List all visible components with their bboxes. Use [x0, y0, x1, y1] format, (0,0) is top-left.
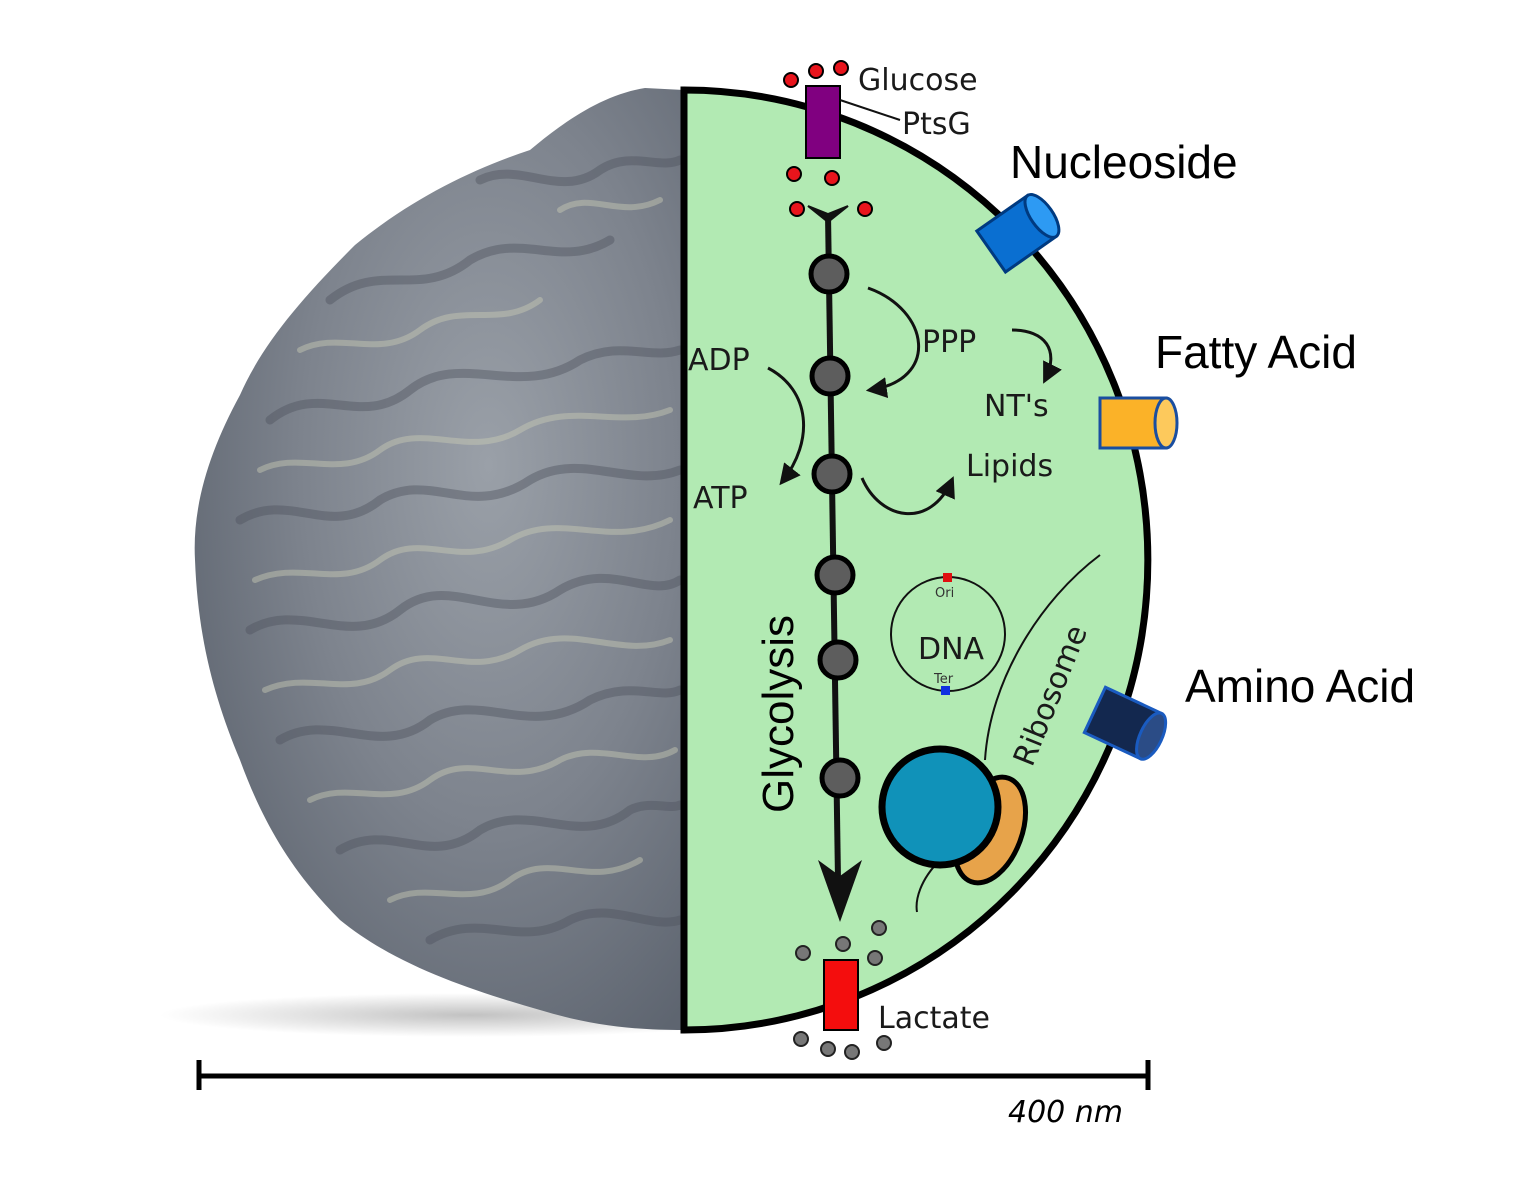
glycolysis-intermediate [814, 554, 856, 596]
lactate-molecule [820, 1041, 836, 1057]
cell-cytoplasm [680, 86, 1152, 1034]
ptsg-leader-line [839, 99, 901, 121]
lactate-molecule [876, 1035, 892, 1051]
glycolysis-label: Glycolysis [754, 615, 803, 813]
lipids-arrow [860, 476, 955, 516]
ori-site [943, 573, 952, 582]
ptsg-label: PtsG [902, 107, 971, 142]
nucleoside-transporter [974, 193, 1061, 275]
nucleoside-label: Nucleoside [1010, 136, 1238, 188]
adp-label: ADP [688, 343, 750, 378]
amino-acid-transporter [1082, 685, 1168, 761]
lactate-molecule [793, 1031, 809, 1047]
glucose-molecules [783, 60, 873, 217]
glycolysis-intermediate [819, 757, 861, 799]
ppp-to-nts-arrow [1011, 328, 1062, 384]
glucose-molecule [833, 60, 849, 76]
lactate-molecule [867, 950, 883, 966]
ori-label: Ori [935, 586, 954, 601]
dna-label: DNA [918, 632, 985, 667]
ppp-label: PPP [922, 325, 976, 360]
fatty-acid-transporter [1098, 396, 1179, 450]
ptsg-transporter [805, 85, 841, 159]
ppp-arrow [865, 286, 921, 399]
lipids-label: Lipids [966, 449, 1053, 484]
nts-label: NT's [984, 389, 1049, 424]
lactate-molecule [795, 945, 811, 961]
glycolysis-intermediate [809, 355, 851, 397]
fatty-acid-label: Fatty Acid [1155, 326, 1357, 378]
ter-site [941, 686, 950, 695]
atp-label: ATP [693, 481, 748, 516]
ribosome-large-subunit [878, 745, 1002, 869]
glucose-molecule [808, 63, 824, 79]
amino-acid-label: Amino Acid [1185, 660, 1415, 712]
glycolysis-intermediate [808, 253, 850, 295]
adp-atp-arrow [767, 366, 806, 486]
scale-bar [196, 1060, 1151, 1090]
glycolysis-intermediate [817, 639, 859, 681]
glucose-molecule [789, 201, 805, 217]
scale-bar-label: 400 nm [1008, 1095, 1123, 1130]
cell-micrograph [194, 88, 685, 1030]
lactate-molecule [835, 936, 851, 952]
lactate-molecule [844, 1044, 860, 1060]
glucose-label: Glucose [858, 63, 978, 98]
mrna-strand [984, 554, 1101, 761]
lactate-molecule [871, 920, 887, 936]
glycolysis-end-arrowhead [818, 860, 862, 922]
lactate-transporter [823, 959, 859, 1031]
glucose-molecule [824, 170, 840, 186]
glucose-molecule [857, 201, 873, 217]
glucose-molecule [786, 166, 802, 182]
glycolysis-intermediate [811, 453, 853, 495]
glycolysis-pathway [807, 205, 862, 922]
glucose-molecule [783, 72, 799, 88]
ter-label: Ter [933, 672, 954, 687]
lactate-label: Lactate [878, 1001, 990, 1036]
lactate-molecules [793, 920, 892, 1060]
